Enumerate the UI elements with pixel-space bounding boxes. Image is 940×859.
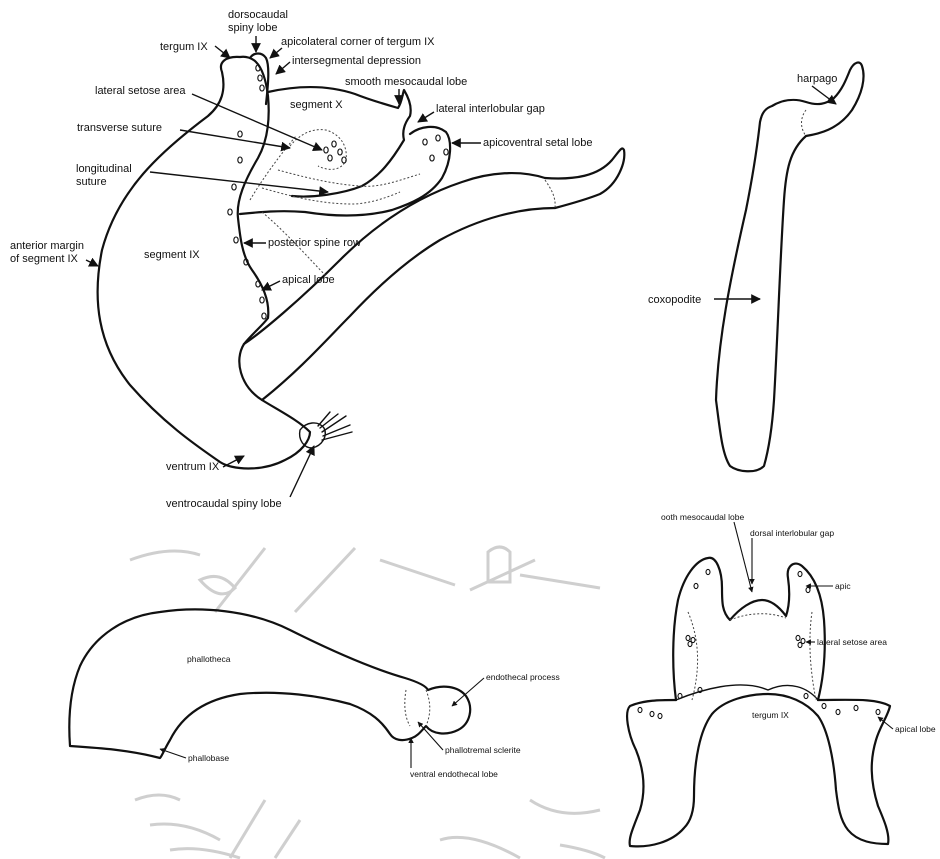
- label-apical-lobe: apical lobe: [282, 274, 335, 286]
- label-segment-ix: segment IX: [144, 249, 200, 261]
- label-longitudinal-2: suture: [76, 176, 107, 188]
- label-anterior-margin-1: anterior margin: [10, 240, 84, 252]
- panel-b-coxopodite: harpago coxopodite: [648, 63, 864, 472]
- segment-ix-outline: [98, 57, 310, 469]
- label-apicolateral-corner: apicolateral corner of tergum IX: [281, 36, 435, 48]
- label-lateral-interlobular-gap: lateral interlobular gap: [436, 103, 545, 115]
- label-ventrocaudal-spiny-lobe: ventrocaudal spiny lobe: [166, 498, 282, 510]
- panel-d-tergum-dorsal: ooth mesocaudal lobe dorsal interlobular…: [627, 512, 936, 846]
- label-dorsocaudal-1: dorsocaudal: [228, 9, 288, 21]
- label-transverse-suture: transverse suture: [77, 122, 162, 134]
- panel-c-phallotheca: phallotheca endothecal process phallobas…: [69, 609, 559, 779]
- label-d-lateral-setose-area: lateral setose area: [817, 637, 887, 647]
- label-dorsal-interlobular-gap: dorsal interlobular gap: [750, 528, 834, 538]
- label-d-apical-lobe: apical lobe: [895, 724, 936, 734]
- label-segment-x: segment X: [290, 99, 343, 111]
- label-d-smooth-mesocaudal-lobe: ooth mesocaudal lobe: [661, 512, 744, 522]
- label-lateral-setose-area: lateral setose area: [95, 85, 186, 97]
- label-anterior-margin-2: of segment IX: [10, 253, 79, 265]
- label-phallotremal-sclerite: phallotremal sclerite: [445, 745, 521, 755]
- gonocoxite-outline: [244, 173, 545, 344]
- label-d-tergum-ix: tergum IX: [752, 710, 789, 720]
- label-longitudinal-1: longitudinal: [76, 163, 132, 175]
- phallotheca-outline: [69, 609, 470, 758]
- label-apicoventral-setal-lobe: apicoventral setal lobe: [483, 137, 592, 149]
- label-tergum-ix: tergum IX: [160, 41, 208, 53]
- gonostylus-outline: [545, 148, 624, 208]
- apicoventral-setal-lobe-outline: [240, 127, 450, 216]
- label-endothecal-process: endothecal process: [486, 672, 560, 682]
- label-ventrum-ix: ventrum IX: [166, 461, 220, 473]
- watermark-seal: [130, 547, 605, 858]
- panel-a-lateral-view: dorsocaudal spiny lobe tergum IX apicola…: [10, 9, 624, 510]
- coxopodite-outline: [716, 63, 864, 472]
- label-harpago: harpago: [797, 73, 837, 85]
- label-smooth-mesocaudal-lobe: smooth mesocaudal lobe: [345, 76, 467, 88]
- label-intersegmental-depression: intersegmental depression: [292, 55, 421, 67]
- label-phallotheca: phallotheca: [187, 654, 231, 664]
- label-ventral-endothecal-lobe: ventral endothecal lobe: [410, 769, 498, 779]
- label-apic: apic: [835, 581, 851, 591]
- label-posterior-spine-row: posterior spine row: [268, 237, 361, 249]
- label-coxopodite: coxopodite: [648, 294, 701, 306]
- label-phallobase: phallobase: [188, 753, 229, 763]
- label-dorsocaudal-2: spiny lobe: [228, 22, 278, 34]
